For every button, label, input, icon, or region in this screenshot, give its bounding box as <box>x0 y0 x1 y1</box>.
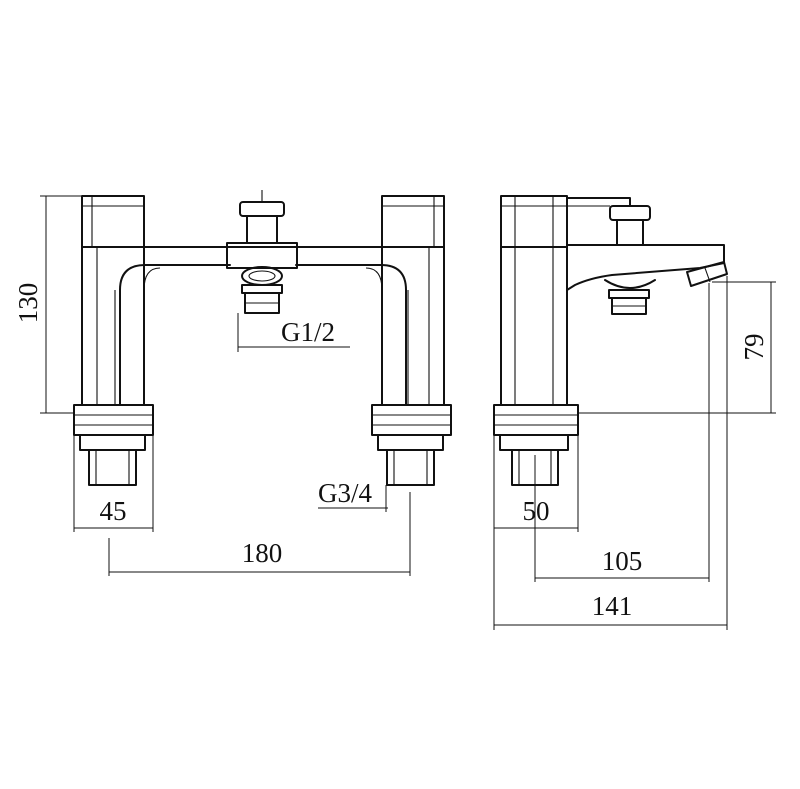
right-base <box>371 404 452 486</box>
left-base <box>73 404 154 486</box>
side-elevation: 79 50 105 141 <box>493 195 776 630</box>
right-pillar <box>381 246 445 406</box>
dimension-130-label: 130 <box>13 283 43 324</box>
side-diverter-knob <box>566 197 651 246</box>
dimension-45: 45 <box>73 435 154 532</box>
left-pillar <box>81 246 145 406</box>
side-base <box>493 404 579 486</box>
diverter-knob <box>226 190 298 269</box>
side-outlet <box>608 289 650 315</box>
left-handle <box>81 195 145 248</box>
dimension-50: 50 <box>493 435 579 630</box>
dimension-79-label: 79 <box>739 334 769 361</box>
front-elevation: 130 G1/2 45 G3/4 180 <box>13 190 452 576</box>
dimension-g3-4: G3/4 <box>318 478 388 512</box>
centre-outlet <box>241 266 283 314</box>
dimension-45-label: 45 <box>100 496 127 526</box>
dimension-130: 130 <box>13 195 82 414</box>
dimension-g1-2-label: G1/2 <box>281 317 335 347</box>
side-handle <box>500 195 568 248</box>
right-handle <box>381 195 445 248</box>
dimension-180: 180 <box>108 492 411 576</box>
dimension-180-label: 180 <box>242 538 283 568</box>
dimension-105: 105 <box>534 283 710 582</box>
dimension-50-label: 50 <box>523 496 550 526</box>
dimension-141-label: 141 <box>592 591 633 621</box>
side-spout <box>566 244 728 291</box>
dimension-g3-4-label: G3/4 <box>318 478 373 508</box>
side-body <box>500 246 568 406</box>
dimension-79: 79 <box>578 281 776 414</box>
dimension-141: 141 <box>494 276 728 630</box>
dimension-g1-2: G1/2 <box>237 313 350 352</box>
dimension-105-label: 105 <box>602 546 643 576</box>
bridge-bar <box>119 246 407 406</box>
